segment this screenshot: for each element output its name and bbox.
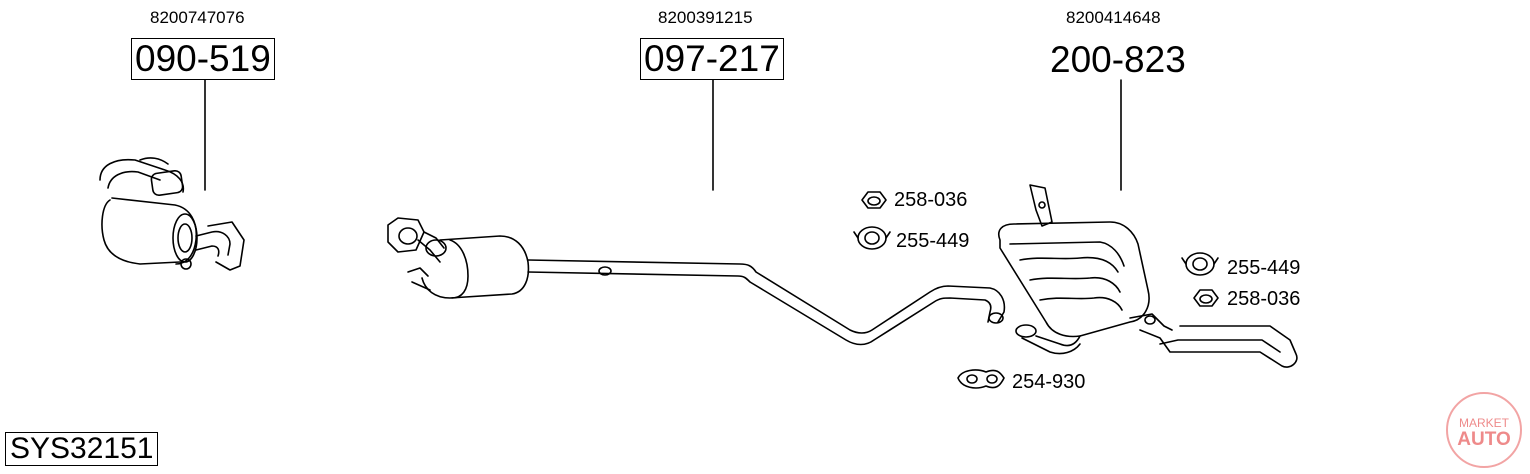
part-number-3[interactable]: 200-823	[1050, 39, 1186, 80]
accessory-label-2[interactable]: 255-449	[896, 230, 970, 252]
rubber-hanger-icon-2	[1181, 252, 1219, 276]
logo-top-text: MARKET	[1459, 416, 1510, 430]
accessory-label-5[interactable]: 254-930	[1012, 371, 1086, 393]
system-code: SYS32151	[5, 432, 159, 466]
rubber-hanger-icon-1	[853, 226, 891, 250]
accessory-label-4[interactable]: 258-036	[1227, 288, 1301, 310]
nut-icon-1	[861, 191, 887, 209]
oem-number-1: 8200747076	[150, 8, 245, 27]
clamp-icon	[957, 369, 1005, 389]
nut-icon-2	[1193, 289, 1219, 307]
oem-number-2: 8200391215	[658, 8, 753, 27]
logo-bottom-text: AUTO	[1457, 429, 1510, 450]
rear-silencer-drawing	[998, 184, 1298, 368]
oem-number-3: 8200414648	[1066, 8, 1161, 27]
part-number-2[interactable]: 097-217	[640, 38, 784, 80]
catalyst-front-drawing	[99, 157, 245, 271]
accessory-label-3[interactable]: 255-449	[1227, 257, 1301, 279]
accessory-label-1[interactable]: 258-036	[894, 189, 968, 211]
part-number-1[interactable]: 090-519	[131, 38, 275, 80]
market-auto-logo-icon: MARKET AUTO	[1446, 392, 1522, 468]
dpf-middle-pipe-drawing	[387, 217, 1006, 346]
